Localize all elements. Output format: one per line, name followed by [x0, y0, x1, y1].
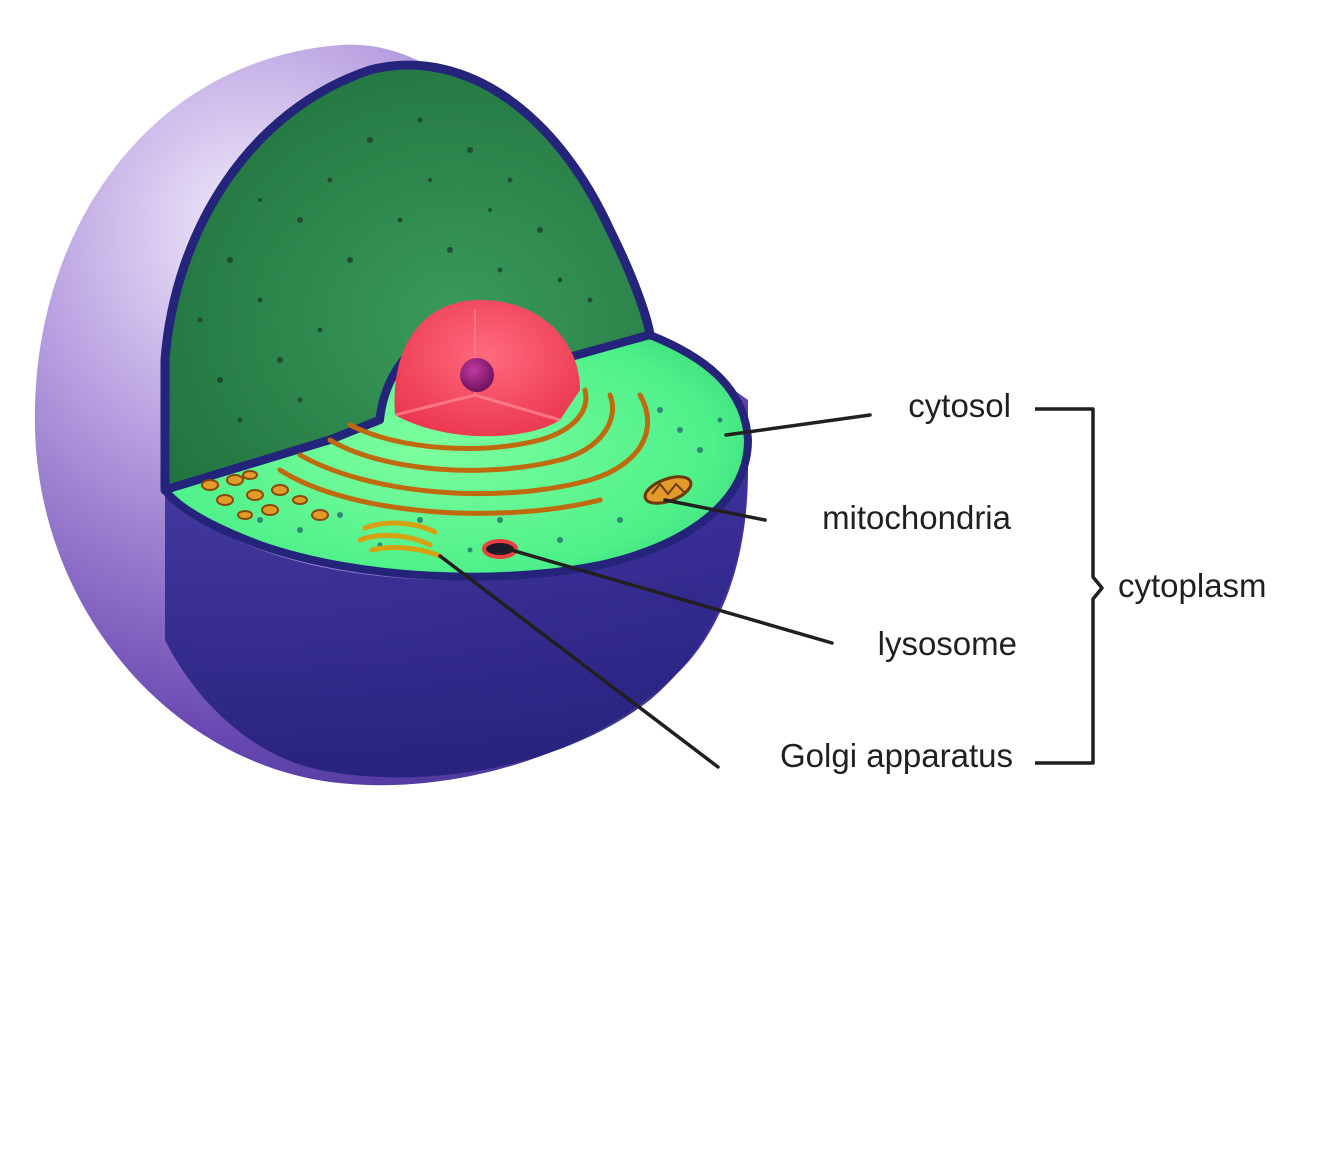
leader-lines	[438, 413, 872, 769]
label-cytoplasm: cytoplasm	[1118, 567, 1267, 604]
leader-cytosol	[724, 413, 872, 437]
label-lysosome: lysosome	[878, 625, 1017, 662]
label-cytosol: cytosol	[908, 387, 1011, 424]
cytoplasm-bracket	[1035, 407, 1104, 765]
mitochondrion	[643, 475, 693, 505]
leader-lysosome	[506, 547, 834, 645]
label-mitochondria: mitochondria	[822, 499, 1012, 536]
nucleus	[394, 300, 580, 437]
label-golgi-apparatus: Golgi apparatus	[780, 737, 1013, 774]
lysosome	[482, 539, 518, 559]
endoplasmic-reticulum	[277, 387, 651, 516]
golgi-apparatus	[357, 520, 443, 559]
nucleolus	[460, 358, 494, 392]
leader-golgi	[438, 554, 720, 769]
vesicles-cluster	[201, 470, 329, 521]
leader-mitochondria	[663, 498, 767, 522]
